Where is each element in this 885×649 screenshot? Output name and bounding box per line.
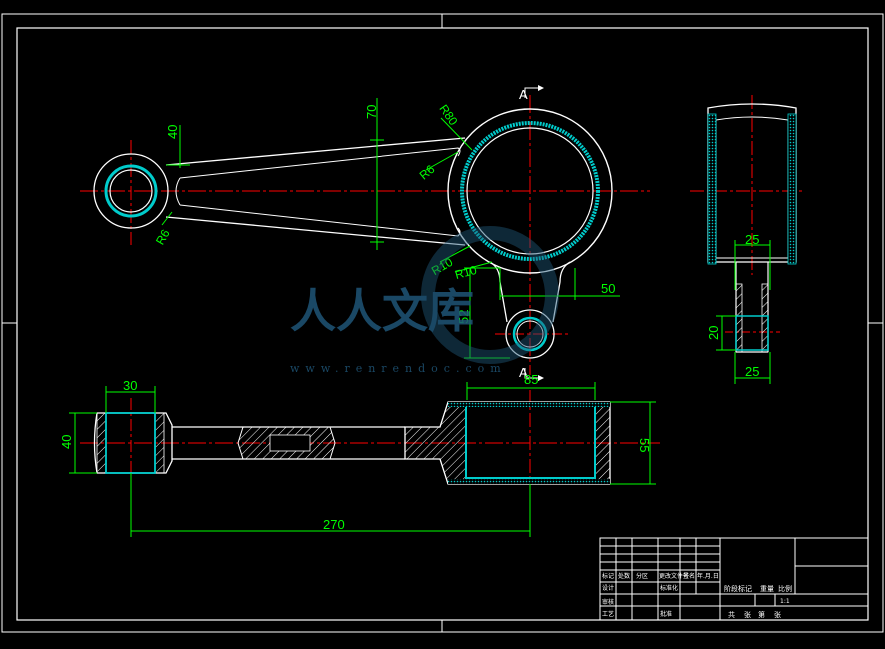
front-dimensions [161,98,620,400]
lug-outer [505,309,555,359]
tb-count: 处数 [618,572,630,580]
dim-40-small: 40 [165,125,180,139]
big-end-outer [447,108,613,274]
tb-stage: 阶段标记 [724,584,752,593]
title-block [599,537,869,621]
tb-audit: 审核 [602,598,614,606]
tb-date: 年.月.日 [697,572,719,580]
dim-30: 30 [123,378,137,393]
tb-mark: 标记 [602,572,614,580]
tb-standard: 标准化 [660,584,678,592]
dim-55: 55 [637,438,652,452]
tb-sheet: 张 [744,610,751,619]
dim-r10-lug: R10 [453,263,478,282]
tb-sheet2: 张 [774,610,781,619]
dim-r80: R80 [436,102,460,128]
shank-outline [165,137,466,246]
watermark-url: www.renrendoc.com [290,362,507,375]
tb-no: 第 [758,610,765,619]
dim-85: 85 [524,372,538,387]
dim-25-bottom: 25 [745,364,759,379]
tb-scale: 1:1 [780,598,790,605]
dim-50: 50 [601,281,615,296]
title-block-text: 标记 处数 分区 更改文件号 签名 年.月.日 设计 标准化 审核 工艺 批准 … [602,572,792,619]
dim-40-bottom: 40 [59,435,74,449]
small-end-bore [109,169,153,213]
sheet-border [1,13,884,633]
tb-design: 设计 [602,584,614,592]
tb-change-doc: 更改文件号 [659,572,689,580]
watermark: 人人文库 www.renrendoc.com [290,226,559,375]
tb-approve: 批准 [660,610,672,618]
big-end-bore [466,127,594,255]
small-end-outer [93,153,169,229]
bottom-dimension-labels: 30 40 55 270 [59,378,652,532]
tb-weight: 重量 [760,585,774,593]
dim-20: 20 [706,326,721,340]
big-end-bushing [460,121,600,261]
watermark-brand: 人人文库 [290,284,474,338]
tb-zone: 分区 [636,572,648,580]
tb-total: 共 [728,610,735,619]
dim-52: 52 [456,310,471,324]
side-dimensions [716,240,771,384]
dim-70: 70 [364,105,379,119]
section-mark-bottom: A [519,365,528,380]
bottom-view [80,390,660,495]
lug-bore [516,320,544,348]
tb-craft: 工艺 [602,610,614,618]
bottom-dimensions [69,386,656,537]
dim-r6-small: R6 [153,227,173,248]
tb-sign: 签名 [683,572,695,580]
front-view: A A [80,85,650,381]
section-mark-top: A [519,87,528,102]
side-view [690,95,805,353]
lug-bushing [512,316,548,352]
side-dimension-labels: 25 20 25 [706,232,759,379]
dim-25-top: 25 [745,232,759,247]
front-dimension-labels: 40 70 R80 R6 R6 R10 R10 50 52 85 [153,102,616,387]
small-end-bushing [104,164,158,218]
tb-ratio: 比例 [778,584,792,593]
dim-270: 270 [323,517,345,532]
